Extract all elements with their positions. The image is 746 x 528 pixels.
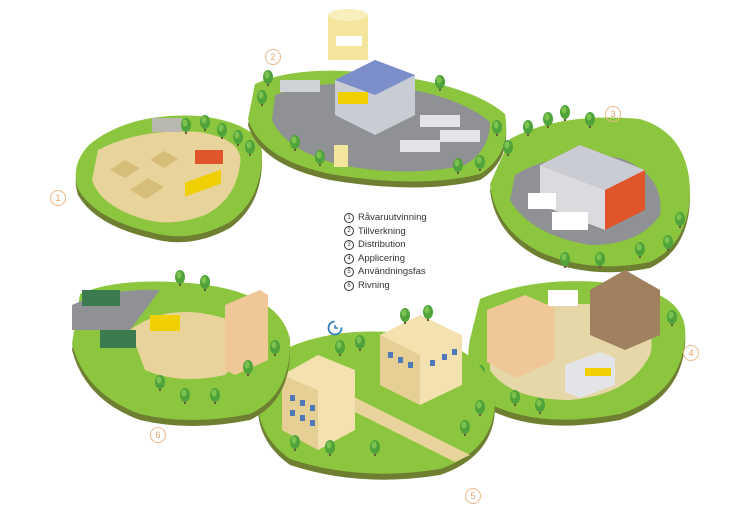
island-use-phase [257,305,496,480]
stage-marker-3: 3 [605,106,621,122]
island-demolition [72,270,291,426]
stage-marker-5: 5 [465,488,481,504]
stage-marker-6: 6 [150,427,166,443]
stage-marker-4: 4 [683,345,699,361]
island-distribution [490,105,690,273]
stage-marker-2: 2 [265,49,281,65]
stage-marker-1: 1 [50,190,66,206]
island-raw-material-extraction [75,115,262,243]
cycle-icon [327,320,343,336]
island-application [468,270,686,426]
island-manufacturing [248,9,507,188]
